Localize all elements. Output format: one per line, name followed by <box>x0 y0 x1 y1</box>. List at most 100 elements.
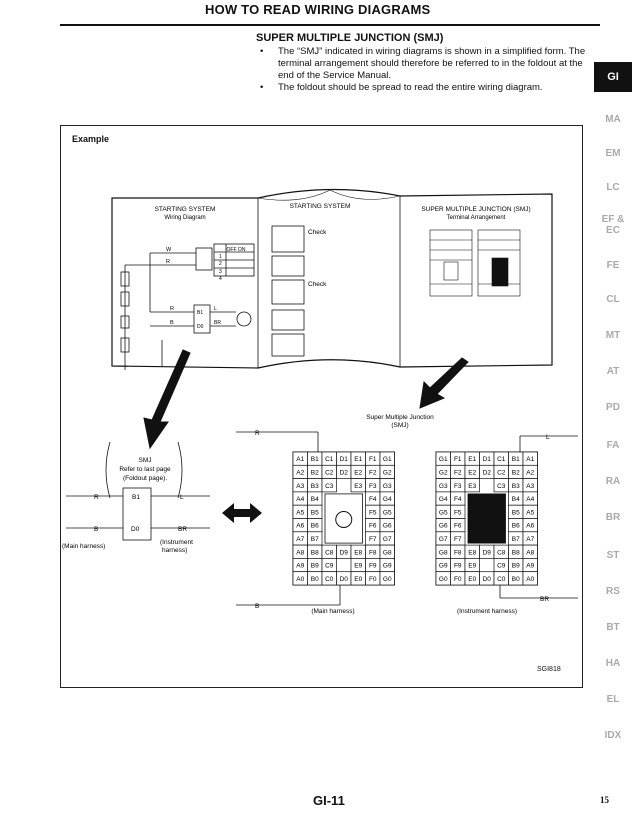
instrument-connector-pin-label: F5 <box>454 509 462 516</box>
main-connector-pin-label: B4 <box>311 496 319 503</box>
main-connector-pin-label: B9 <box>311 563 319 570</box>
tab-bt[interactable]: BT <box>606 622 620 633</box>
main-connector-pin-label: C9 <box>325 563 334 570</box>
smj-l: L <box>180 494 184 501</box>
smj-inst-harness-1: (Instrument <box>160 539 193 546</box>
main-connector-pin-label: C1 <box>325 456 334 463</box>
tab-ef-ec[interactable]: EF & EC <box>601 214 625 236</box>
main-connector-pin-label: G4 <box>383 496 392 503</box>
smj-title: SMJ <box>139 457 152 464</box>
smj-line2: Refer to last page <box>119 466 171 473</box>
instrument-connector-pin-label: F0 <box>454 576 462 583</box>
tab-at[interactable]: AT <box>606 366 620 377</box>
tab-idx[interactable]: IDX <box>604 730 622 741</box>
main-connector-pin-label: G3 <box>383 483 392 490</box>
instrument-connector-pin-label: A3 <box>526 483 534 490</box>
smj-br: BR <box>178 526 187 533</box>
tab-cl[interactable]: CL <box>606 294 620 305</box>
instrument-connector-pin-label: B9 <box>512 563 520 570</box>
book-middle-title: STARTING SYSTEM <box>290 203 351 210</box>
tab-el[interactable]: EL <box>606 694 620 705</box>
book-switch-header: OFF ON <box>227 247 246 253</box>
instrument-connector-pin-label: A8 <box>526 549 534 556</box>
main-connector-pin-label: A2 <box>296 469 304 476</box>
wire-l-label: L <box>546 434 550 441</box>
smj-b1: B1 <box>132 494 140 501</box>
main-connector-pin-label: B0 <box>311 576 319 583</box>
instrument-connector-pin-label: G7 <box>439 536 448 543</box>
instrument-connector-pin-label: D2 <box>483 469 492 476</box>
instrument-connector-pin-label: B0 <box>512 576 520 583</box>
wire-b-label: B <box>255 603 259 610</box>
main-connector-pin-label: A4 <box>296 496 304 503</box>
tab-fe[interactable]: FE <box>606 260 620 271</box>
smj-block <box>66 441 210 541</box>
book-wire-w: W <box>166 247 172 253</box>
instrument-connector-pin-label: A1 <box>526 456 534 463</box>
figure-code: SGI818 <box>537 666 561 673</box>
wire-l-line <box>519 435 578 452</box>
tab-br[interactable]: BR <box>605 512 621 523</box>
tab-ra[interactable]: RA <box>605 476 621 487</box>
open-book <box>111 188 553 369</box>
instrument-connector-pin-label: E0 <box>468 576 476 583</box>
tab-em[interactable]: EM <box>605 148 621 159</box>
tab-gi[interactable]: GI <box>594 62 632 92</box>
instrument-connector-pin-label: G8 <box>439 549 448 556</box>
double-arrow <box>222 503 262 523</box>
book-left-title: STARTING SYSTEM <box>155 206 216 213</box>
main-connector-pin-label: A3 <box>296 483 304 490</box>
tab-st[interactable]: ST <box>606 550 620 561</box>
section-title: SUPER MULTIPLE JUNCTION (SMJ) <box>256 32 444 44</box>
tab-mt[interactable]: MT <box>605 330 621 341</box>
tab-ha[interactable]: HA <box>605 658 621 669</box>
instrument-connector-label: (Instrument harness) <box>457 608 517 615</box>
book-right-title: SUPER MULTIPLE JUNCTION (SMJ) <box>421 206 530 213</box>
instrument-connector-pin-label: B4 <box>512 496 520 503</box>
tab-fa[interactable]: FA <box>606 440 620 451</box>
instrument-connector-pin-label: B8 <box>512 549 520 556</box>
main-connector-pin-label: A7 <box>296 536 304 543</box>
main-connector-pin-label: B5 <box>311 509 319 516</box>
main-connector-pin-label: F8 <box>369 549 377 556</box>
example-frame <box>60 125 583 688</box>
main-connector-pin-label: C0 <box>325 576 334 583</box>
main-connector-pin-label: D0 <box>340 576 349 583</box>
tab-pd[interactable]: PD <box>606 402 620 413</box>
instrument-connector-pin-label: E2 <box>468 469 476 476</box>
main-connector-pin-label: B6 <box>311 523 319 530</box>
main-connector-pin-label: F7 <box>369 536 377 543</box>
main-connector-pin-cell <box>379 571 395 586</box>
main-connector-pin-label: G2 <box>383 469 392 476</box>
instrument-connector-pin-label: F7 <box>454 536 462 543</box>
smj-callout-2: (SMJ) <box>391 422 408 429</box>
instrument-connector-pin-label: E3 <box>468 483 476 490</box>
bullet-2: The foldout should be spread to read the… <box>256 82 586 94</box>
book-br: BR <box>214 320 221 326</box>
book-right-subtitle: Terminal Arrangement <box>447 215 506 221</box>
tab-rs[interactable]: RS <box>606 586 620 597</box>
main-connector-pin-label: C3 <box>325 483 334 490</box>
instrument-connector-pin-label: F1 <box>454 456 462 463</box>
instrument-connector-pin-cell <box>522 571 538 586</box>
smj-b: B <box>94 526 98 533</box>
instrument-connector-pin-label: B2 <box>512 469 520 476</box>
instrument-connector-pin-label: G1 <box>439 456 448 463</box>
smj-line3: (Foldout page). <box>123 475 167 482</box>
smj-main-harness: (Main harness) <box>62 543 105 550</box>
bullet-list: The “SMJ” indicated in wiring diagrams i… <box>256 46 586 94</box>
main-connector-pin-label: C2 <box>325 469 334 476</box>
book-wire-r: R <box>166 259 170 265</box>
book-sw-3: 3 <box>219 269 222 275</box>
main-connector-pin-label: F4 <box>369 496 377 503</box>
tab-lc[interactable]: LC <box>606 182 620 193</box>
instrument-connector-pin-label: D1 <box>483 456 492 463</box>
instrument-connector-pin-label: E8 <box>468 549 476 556</box>
footer-page: GI-11 <box>313 793 345 808</box>
book-sw-1: 1 <box>219 254 222 260</box>
main-connector-pin-label: G7 <box>383 536 392 543</box>
instrument-connector-pin-label: F3 <box>454 483 462 490</box>
main-connector-pin-label: A5 <box>296 509 304 516</box>
tab-ma[interactable]: MA <box>605 114 621 125</box>
